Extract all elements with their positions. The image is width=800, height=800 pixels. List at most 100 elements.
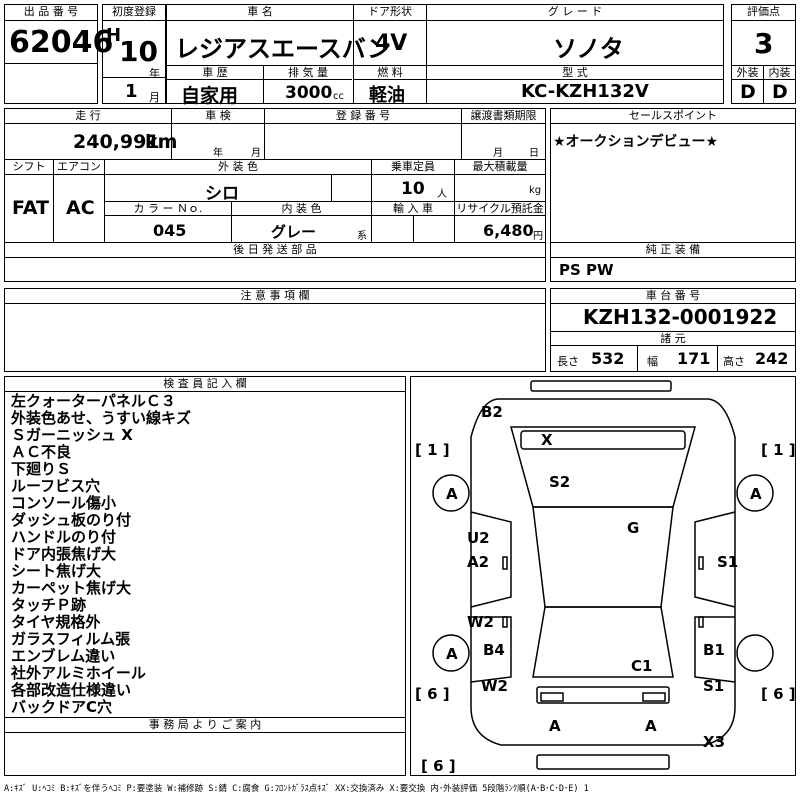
roof-outline [532, 506, 674, 608]
door-header: ドア形状 [354, 5, 426, 21]
color-number: 045 [153, 221, 187, 240]
later-parts-header: 後 日 発 送 部 品 [5, 243, 545, 258]
first-registration-header: 初度登録 [103, 5, 165, 21]
inspector-note-item: 外装色あせ、うすい線キズ [11, 409, 192, 427]
height-label: 高さ [723, 355, 745, 368]
mark-w2-right: W2 [481, 677, 508, 695]
fuel-header: 燃 料 [354, 66, 426, 80]
tire-rear-right-depth: [ 6 ] [761, 685, 795, 703]
car-history: 自家用 [181, 85, 239, 107]
inspector-note-item: カーペット焦げ大 [11, 579, 132, 597]
inspector-note-item: 左クォーターパネルＣ３ [11, 392, 176, 410]
mark-b4: B4 [483, 641, 505, 659]
capacity-header: 乗車定員 [372, 160, 454, 175]
notes-header: 注 意 事 項 欄 [5, 289, 545, 304]
car-info-box: 車 名 ドア形状 グ レ ー ド レジアスエースバン 4V ソノタ 車 歴 排 … [166, 4, 724, 107]
office-header: 事 務 局 よ り ご 案 内 [5, 718, 405, 733]
score-header: 評価点 [732, 5, 795, 21]
mark-s1-right: S1 [717, 553, 738, 571]
transfer-day-unit: 日 [529, 148, 539, 159]
mark-s1-rear-right: S1 [703, 677, 724, 695]
rear-bumper-outline [536, 686, 670, 704]
tire-front-left-depth: [ 1 ] [415, 441, 450, 459]
mark-a-front-left: A [446, 485, 458, 503]
spare-area-outline [536, 754, 670, 770]
width: 171 [677, 349, 711, 368]
inspector-note-item: エンブレム違い [11, 647, 116, 665]
exterior-score: D [740, 81, 756, 103]
spare-tire-depth: [ 6 ] [421, 757, 456, 775]
inspector-note-item: コンソール傷小 [11, 494, 117, 512]
right-tail-lamp [642, 692, 666, 702]
exterior-color: シロ [205, 184, 239, 204]
color-number-header: カ ラ ー Ｎｏ. [105, 202, 231, 216]
height: 242 [755, 349, 789, 368]
chassis-box: 車 台 番 号 KZH132-0001922 諸 元 長さ 532 幅 171 … [550, 288, 796, 372]
shift-type: FAT [12, 197, 49, 219]
inspector-header: 検 査 員 記 入 欄 [5, 377, 405, 392]
model-code: KC-KZH132V [521, 81, 649, 102]
inspector-note-item: 各部改造仕様違い [11, 681, 132, 699]
rear-right-tire [736, 634, 774, 672]
inspector-note-item: 社外アルミホイール [11, 664, 146, 682]
car-diagram: [ 1 ] [ 1 ] [ 6 ] [ 6 ] [ 6 ] B2 X S2 A … [415, 380, 795, 775]
inspector-note-item: ＡＣ不良 [11, 443, 72, 461]
right-side-outline [694, 511, 736, 608]
spec-header: 諸 元 [551, 332, 795, 346]
car-name-header: 車 名 [167, 5, 353, 21]
tire-front-right-depth: [ 1 ] [761, 441, 795, 459]
hood-outline [510, 426, 696, 508]
left-door-handle [502, 556, 508, 570]
chassis-header: 車 台 番 号 [551, 289, 795, 304]
rear-outline [532, 606, 674, 678]
mark-x3: X3 [703, 733, 725, 751]
notes-box: 注 意 事 項 欄 [4, 288, 546, 372]
chassis-number: KZH132-0001922 [583, 305, 778, 329]
details-box: 走 行 車 検 登 録 番 号 譲渡書類期限 240,991 km 年 月 月 … [4, 108, 546, 282]
mark-s2: S2 [549, 473, 570, 491]
length-label: 長さ [557, 355, 579, 368]
recycle-deposit-unit: 円 [533, 231, 543, 242]
era: H [106, 25, 122, 46]
score-box: 評価点 3 外装 内装 D D [731, 4, 796, 104]
left-rear-handle [502, 616, 508, 628]
body-outline [470, 398, 736, 746]
registration-number-header: 登 録 番 号 [265, 109, 461, 124]
length: 532 [591, 349, 625, 368]
interior-score: D [772, 81, 788, 103]
exterior-header: 外装 [732, 66, 763, 80]
mark-a-rear-left: A [446, 645, 458, 663]
inspection-month-unit: 月 [251, 148, 261, 159]
inspector-note-item: ルーフビス穴 [11, 477, 101, 495]
inspector-note-item: ダッシュ板のり付 [11, 511, 132, 529]
rear-left-tire [432, 634, 470, 672]
front-left-tire [432, 474, 470, 512]
left-tail-lamp [540, 692, 564, 702]
inspector-note-item: シート焦げ大 [11, 562, 102, 580]
interior-header: 内装 [764, 66, 795, 80]
aircon-type: AC [66, 197, 95, 219]
lot-number-header: 出 品 番 号 [5, 5, 97, 21]
mark-a-front-right: A [750, 485, 762, 503]
inspection-year-unit: 年 [213, 148, 223, 159]
inspector-note-item: タッチＰ跡 [11, 596, 87, 614]
exterior-color-header: 外 装 色 [105, 160, 371, 175]
transfer-deadline-header: 譲渡書類期限 [462, 109, 545, 124]
registration-year: 10 [119, 35, 158, 68]
model-header: 型 式 [427, 66, 723, 80]
mark-b1: B1 [703, 641, 725, 659]
import-header: 輸 入 車 [372, 202, 454, 216]
transfer-month-unit: 月 [493, 148, 503, 159]
mileage: 240,991 [73, 131, 160, 153]
displacement-unit: cc [333, 91, 344, 102]
car-name: レジアスエースバン [175, 35, 391, 63]
inspector-note-item: バックドアC穴 [11, 698, 113, 716]
inspector-note-item: ハンドルのり付 [11, 528, 117, 546]
capacity-unit: 人 [437, 189, 447, 200]
inspector-note-item: ドア内張焦げ大 [11, 545, 117, 563]
inspector-note-item: ガラスフィルム張 [11, 630, 131, 648]
right-rear-side-outline [694, 616, 736, 683]
grade: ソノタ [553, 35, 624, 63]
